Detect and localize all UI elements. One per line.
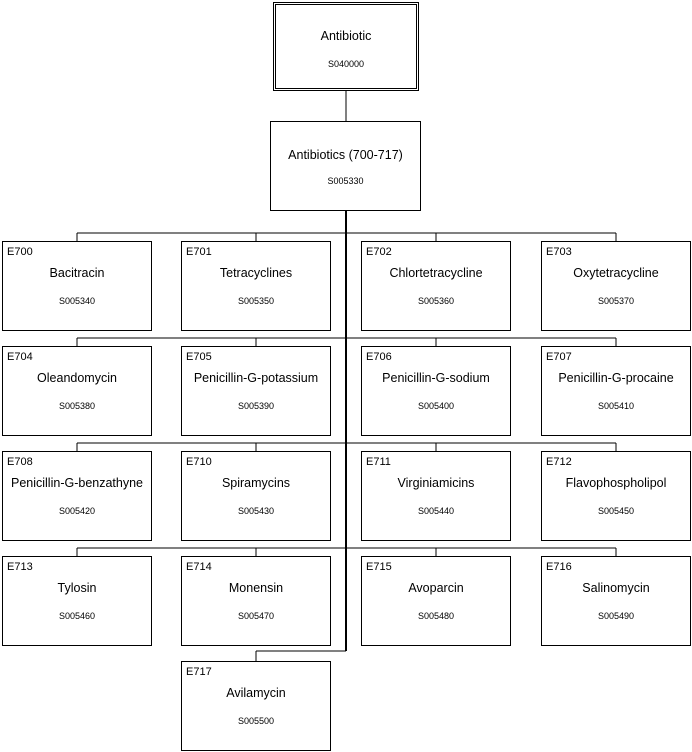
node-id: S005420 (58, 506, 96, 516)
node-name: Tylosin (57, 581, 97, 595)
node-code: E716 (546, 561, 572, 573)
node-id: S005380 (58, 401, 96, 411)
node-name: Penicillin-G-benzathyne (10, 476, 143, 490)
node-id: S005390 (237, 401, 275, 411)
node-id: S005490 (597, 611, 635, 621)
node-code: E712 (546, 456, 572, 468)
node-code: E707 (546, 351, 572, 363)
node-code: E715 (366, 561, 392, 573)
node-id: S005500 (237, 716, 275, 726)
node-name: Tetracyclines (219, 266, 293, 280)
node-id: S005430 (237, 506, 275, 516)
node-name: Oxytetracycline (573, 266, 659, 280)
node-id: S005470 (237, 611, 275, 621)
node-id: S005450 (597, 506, 635, 516)
node-code: E702 (366, 246, 392, 258)
node-name: Bacitracin (49, 266, 105, 280)
node-name: Penicillin-G-potassium (193, 371, 319, 385)
root-node-name: Antibiotic (320, 29, 372, 43)
node-id: S005370 (597, 296, 635, 306)
node-id: S005410 (597, 401, 635, 411)
group-node-name: Antibiotics (700-717) (288, 148, 403, 162)
node-code: E700 (7, 246, 33, 258)
node-code: E711 (366, 456, 391, 468)
node-id: S005340 (58, 296, 96, 306)
node-name: Avilamycin (226, 686, 286, 700)
root-node-id: S040000 (327, 59, 365, 69)
node-id: S005350 (237, 296, 275, 306)
node-name: Oleandomycin (37, 371, 117, 385)
group-node: Antibiotics (700-717) S005330 (270, 121, 421, 211)
node-code: E714 (186, 561, 212, 573)
node-code: E704 (7, 351, 33, 363)
node-name: Penicillin-G-procaine (558, 371, 674, 385)
node-id: S005440 (417, 506, 455, 516)
node-code: E706 (366, 351, 392, 363)
node-id: S005400 (417, 401, 455, 411)
node-code: E713 (7, 561, 33, 573)
node-name: Salinomycin (582, 581, 650, 595)
root-node: Antibiotic S040000 (273, 2, 419, 91)
node-id: S005480 (417, 611, 455, 621)
group-node-id: S005330 (327, 176, 364, 186)
node-code: E703 (546, 246, 572, 258)
node-name: Monensin (228, 581, 284, 595)
node-id: S005360 (417, 296, 455, 306)
node-name: Avoparcin (408, 581, 464, 595)
node-name: Penicillin-G-sodium (382, 371, 490, 385)
node-code: E701 (186, 246, 212, 258)
node-name: Spiramycins (221, 476, 291, 490)
node-code: E708 (7, 456, 33, 468)
node-name: Flavophospholipol (565, 476, 667, 490)
node-id: S005460 (58, 611, 96, 621)
node-code: E705 (186, 351, 212, 363)
node-name: Virginiamicins (397, 476, 475, 490)
node-code: E717 (186, 666, 212, 678)
node-code: E710 (186, 456, 212, 468)
node-name: Chlortetracycline (389, 266, 483, 280)
